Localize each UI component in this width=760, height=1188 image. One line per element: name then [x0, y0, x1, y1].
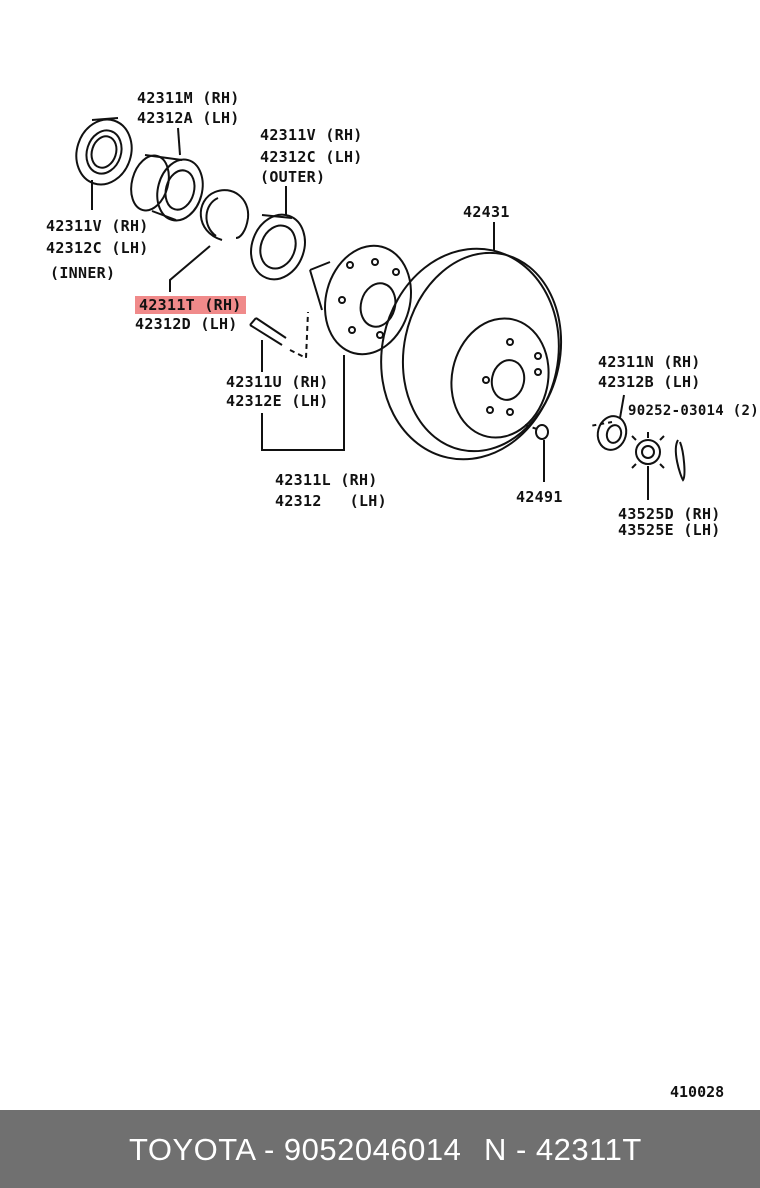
footer-ref-number: N - 42311T	[484, 1132, 642, 1167]
inner-bearing-race	[75, 117, 133, 186]
label-42312c-inner: 42312C (LH)	[46, 239, 149, 257]
label-42312c-outer: 42312C (LH)	[260, 148, 363, 166]
hub-bolt	[249, 317, 287, 346]
label-42311m: 42311M (RH)	[137, 89, 240, 107]
label-42312a: 42312A (LH)	[137, 109, 240, 127]
hub-bearing	[130, 154, 204, 222]
disc-screw	[535, 424, 549, 440]
label-42311t-highlighted[interactable]: 42311T (RH)	[135, 296, 246, 314]
label-90252-03014: 90252-03014 (2)	[628, 403, 759, 419]
footer-bar: TOYOTA - 9052046014 N - 42311T	[0, 1110, 760, 1188]
lock-nut	[596, 415, 628, 451]
footer-part-number: TOYOTA - 9052046014	[129, 1132, 462, 1167]
label-42311n: 42311N (RH)	[598, 353, 701, 371]
label-42312d: 42312D (LH)	[135, 315, 238, 333]
label-42312b: 42312B (LH)	[598, 373, 701, 391]
brake-disc	[380, 247, 563, 461]
axle-hub	[309, 244, 412, 356]
label-outer-note: (OUTER)	[260, 168, 326, 186]
label-42312: 42312 (LH)	[275, 492, 387, 510]
label-inner-note: (INNER)	[50, 264, 116, 282]
outer-bearing-race	[250, 213, 306, 281]
label-43525d: 43525D (RH)	[618, 505, 721, 523]
diagram-code: 410028	[670, 1083, 725, 1101]
cotter-pin	[674, 439, 686, 482]
label-42311v-outer: 42311V (RH)	[260, 126, 363, 144]
snap-ring	[199, 189, 250, 241]
label-42491: 42491	[516, 488, 563, 506]
label-42311u: 42311U (RH)	[226, 373, 329, 391]
nut-lock-cap	[631, 432, 665, 472]
leader-lines	[91, 127, 649, 500]
label-42311v-inner: 42311V (RH)	[46, 217, 149, 235]
parts-diagram	[75, 117, 686, 500]
label-43525e: 43525E (LH)	[618, 521, 721, 539]
label-42311l: 42311L (RH)	[275, 471, 378, 489]
label-42431: 42431	[463, 203, 510, 221]
label-42312e: 42312E (LH)	[226, 392, 329, 410]
